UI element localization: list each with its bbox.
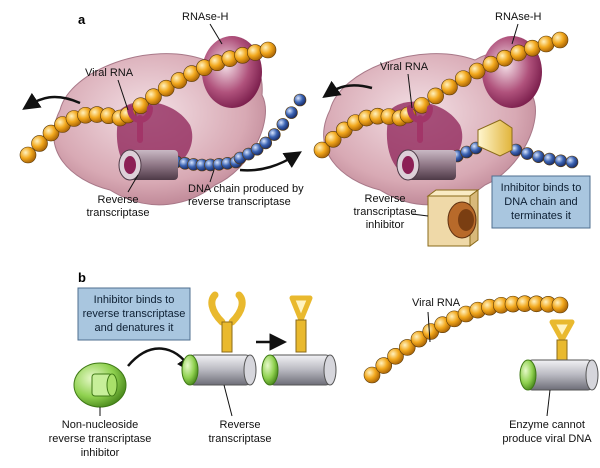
label-viral-rna-left: Viral RNA	[85, 67, 134, 79]
nnrti-molecule	[73, 362, 127, 408]
info-box-terminates: Inhibitor binds to DNA chain and termina…	[491, 175, 591, 229]
rna-bead	[31, 135, 48, 152]
label-rt-b-line2: transcriptase	[209, 433, 272, 445]
rna-bead	[170, 72, 188, 89]
info-box-terminates-line1: Inhibitor binds to	[501, 182, 582, 194]
panel-b-letter: b	[78, 270, 86, 285]
dna-bead	[532, 150, 545, 164]
info-box-denatures-line2: reverse transcriptase	[83, 308, 186, 320]
arrow-rna-right	[322, 80, 373, 99]
rna-bead	[145, 88, 162, 105]
info-box-terminates-line3: terminates it	[511, 210, 571, 222]
rna-bead	[42, 124, 60, 142]
label-rt-b-line1: Reverse	[220, 419, 261, 431]
dna-bead	[293, 93, 307, 107]
label-rnase-h-left: RNAse-H	[182, 11, 229, 23]
rna-bead	[551, 31, 569, 49]
panel-a-letter: a	[78, 12, 86, 27]
rna-bead	[398, 339, 416, 356]
info-box-denatures: Inhibitor binds to reverse transcriptase…	[77, 287, 191, 341]
rna-bead	[454, 70, 472, 87]
label-rt-left-line2: transcriptase	[87, 207, 150, 219]
viral-rna-chain-b	[363, 295, 569, 384]
rna-bead	[19, 146, 37, 164]
rt-inactive	[519, 319, 599, 391]
dna-bead	[520, 147, 534, 160]
dna-chain-left	[161, 93, 307, 172]
dna-bead	[543, 152, 556, 166]
dna-bead	[554, 154, 568, 168]
rt-inhibitor-cube	[426, 189, 480, 247]
label-dna-chain-line1: DNA chain produced by	[188, 183, 304, 195]
label-rt-left-line1: Reverse	[98, 194, 139, 206]
label-rnase-h-right: RNAse-H	[495, 11, 542, 23]
rna-bead	[482, 55, 500, 73]
rna-bead	[537, 35, 555, 53]
dna-bead	[565, 155, 579, 169]
rna-bead	[324, 131, 342, 148]
label-rt-inhibitor-line2: transcriptase	[354, 206, 417, 218]
label-enzyme-cannot-line2: produce viral DNA	[502, 433, 592, 445]
rna-bead	[468, 62, 486, 80]
dna-bead	[259, 136, 273, 150]
label-viral-rna-b: Viral RNA	[412, 297, 461, 309]
label-rt-inhibitor-line3: inhibitor	[366, 219, 405, 231]
reverse-transcriptase-cylinder-left	[118, 149, 178, 181]
arrow-nnrti-binds	[127, 347, 194, 374]
label-enzyme-cannot-line1: Enzyme cannot	[509, 419, 585, 431]
rna-bead	[441, 78, 458, 96]
label-viral-rna-right: Viral RNA	[380, 61, 429, 73]
fork-left	[127, 105, 153, 143]
rna-bead	[524, 39, 541, 57]
viral-rna-chain-right	[313, 31, 569, 159]
dna-bead	[250, 142, 264, 156]
rna-bead	[551, 296, 569, 314]
rna-bead	[313, 141, 331, 159]
rna-bead	[427, 87, 444, 105]
info-box-terminates-line2: DNA chain and	[504, 196, 577, 208]
info-box-denatures-line3: and denatures it	[95, 322, 174, 334]
label-nnrti-line2: reverse transcriptase	[49, 433, 152, 445]
rna-bead	[259, 41, 277, 59]
label-dna-chain-line2: reverse transcriptase	[188, 196, 291, 208]
dna-bead	[285, 106, 298, 119]
rt-open-fork	[181, 291, 257, 386]
info-box-denatures-line1: Inhibitor binds to	[94, 294, 175, 306]
arrow-dna-left	[239, 151, 302, 172]
dna-bead	[276, 118, 290, 131]
label-nnrti-line3: inhibitor	[81, 447, 120, 459]
arrow-rna-left	[22, 92, 81, 110]
inhibitor-cap-on-dna	[477, 119, 513, 157]
label-nnrti-line1: Non-nucleoside	[62, 419, 138, 431]
rna-bead	[410, 330, 428, 348]
rt-denatured	[261, 295, 337, 386]
reverse-transcriptase-cylinder-right	[396, 149, 456, 181]
label-rt-inhibitor-line1: Reverse	[365, 193, 406, 205]
rna-bead	[157, 79, 175, 97]
rna-bead	[375, 357, 393, 374]
viral-rna-chain-left	[19, 41, 277, 164]
dna-bead	[267, 128, 281, 141]
rna-bead	[363, 366, 381, 384]
fork-right	[407, 105, 433, 143]
rna-bead	[387, 348, 404, 365]
